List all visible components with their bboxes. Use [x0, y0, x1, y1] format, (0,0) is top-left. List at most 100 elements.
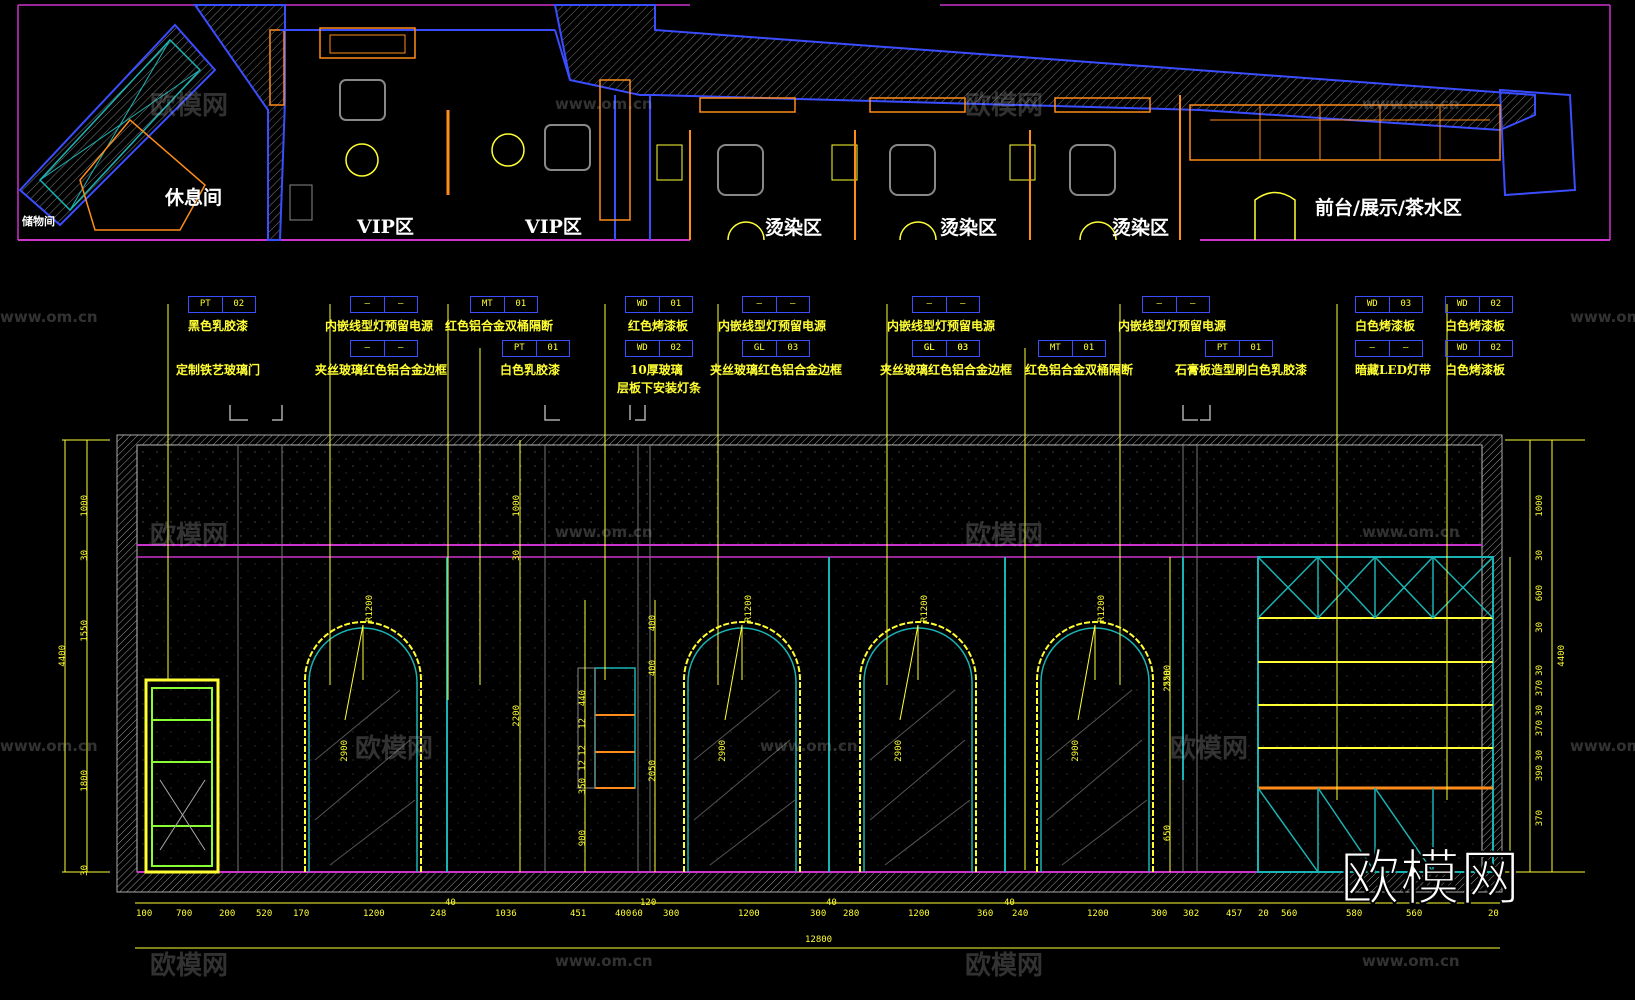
angled-wall	[18, 23, 217, 227]
watermark: 欧模网	[965, 91, 1044, 121]
material-note: 层板下安装灯条	[617, 381, 702, 395]
dimension-label: 1800	[80, 770, 90, 792]
room-label-lounge: 休息间	[165, 187, 223, 209]
material-tag-number: —	[1388, 341, 1423, 356]
material-tag-code: —	[1156, 299, 1162, 309]
watermark: 欧模网	[1170, 734, 1249, 764]
dimension-label: 100	[136, 909, 153, 919]
dimension-label: 360	[977, 909, 994, 919]
dimension-label: 440	[578, 690, 588, 707]
dimension-label: 248	[430, 909, 447, 919]
dimension-label: 30	[1535, 622, 1545, 633]
material-note: 白色乳胶漆	[500, 363, 561, 377]
dimension-label: 1200	[908, 909, 930, 919]
dimension-label: 2900	[1071, 740, 1081, 762]
dimension-label: 1000	[512, 495, 522, 517]
iron-glass-door	[144, 678, 220, 874]
material-tag-number: —	[775, 297, 810, 312]
dimension-label: 12800	[805, 935, 833, 945]
watermark-url: www.om.cn	[1570, 308, 1635, 326]
material-tag-number: 03	[1388, 297, 1423, 312]
material-tag: ——	[350, 296, 418, 313]
material-tag-number: 02	[658, 341, 693, 356]
watermark: 欧模网	[355, 734, 434, 764]
material-tag-code: WD	[1456, 343, 1468, 353]
dimension-label: 580	[1346, 909, 1363, 919]
wall-segment	[193, 4, 286, 241]
dimension-label: 451	[570, 909, 587, 919]
dimension-label: R1200	[1097, 595, 1107, 623]
dimension-label: 1200	[1087, 909, 1109, 919]
material-note: 红色烤漆板	[628, 319, 689, 333]
elevation-frame	[116, 434, 1503, 893]
watermark-url: www.om.cn	[555, 523, 653, 541]
dimension-label: 12	[578, 718, 588, 729]
dimension-label: 302	[1183, 909, 1200, 919]
material-tag-code: MT	[481, 299, 493, 309]
dimension-label: R1200	[365, 595, 375, 623]
material-tag-number: 01	[658, 297, 693, 312]
room-label-dye-c: 烫染区	[1112, 217, 1170, 239]
material-tag-number: 02	[221, 297, 256, 312]
dimension-label: 400	[648, 615, 658, 632]
material-tag-number: 01	[503, 297, 538, 312]
dimension-label: 4400	[58, 645, 68, 667]
watermark-url: www.om.cn	[0, 737, 98, 755]
material-tag: ——	[912, 296, 980, 313]
watermark: 欧模网	[150, 521, 229, 551]
watermark: 欧模网	[965, 951, 1044, 981]
arch-window-3	[859, 621, 977, 872]
arch-window-4	[1036, 621, 1154, 872]
display-cabinet	[1257, 556, 1494, 873]
dimension-label: 900	[578, 830, 588, 847]
material-note: 定制铁艺玻璃门	[176, 363, 261, 377]
dimension-label: 1550	[80, 620, 90, 642]
material-note: 红色铝合金双桶隔断	[445, 319, 554, 333]
dimension-label: 390	[1535, 765, 1545, 782]
material-tag-code: GL	[923, 343, 935, 353]
dimension-label: 12	[578, 745, 588, 756]
dimension-label: 2050	[648, 760, 658, 782]
material-tag-number: —	[383, 297, 418, 312]
dimension-label: 650	[1163, 825, 1173, 842]
material-note: 内嵌线型灯预留电源	[718, 319, 827, 333]
material-tag-code: —	[756, 299, 762, 309]
material-tag-code: —	[926, 299, 932, 309]
material-tag-code: PT	[513, 343, 525, 353]
material-tag: PT 01	[1205, 340, 1273, 357]
material-tag-code: WD	[636, 343, 648, 353]
material-tag: WD 01	[625, 296, 693, 313]
material-tag: ——	[1142, 296, 1210, 313]
material-tag: WD 02	[625, 340, 693, 357]
dimension-label: 280	[843, 909, 860, 919]
material-note: 内嵌线型灯预留电源	[325, 319, 434, 333]
material-tag-number: 01	[1238, 341, 1273, 356]
material-tag-number: —	[945, 297, 980, 312]
material-note: 夹丝玻璃红色铝合金边框	[710, 363, 843, 377]
dimension-label: 1000	[1535, 495, 1545, 517]
material-tag-number: —	[383, 341, 418, 356]
dimension-label: 457	[1226, 909, 1243, 919]
room-label-dye-a: 烫染区	[765, 217, 823, 239]
ceiling-zone	[137, 445, 1482, 545]
material-tag-number: 01	[1071, 341, 1106, 356]
material-tag: ——	[742, 296, 810, 313]
material-tag-code: WD	[636, 299, 648, 309]
watermark-url: www.om.cn	[1362, 95, 1460, 113]
dimension-label: 560	[1406, 909, 1423, 919]
watermark-url: www.om.cn	[0, 308, 98, 326]
material-tag-code: PT	[1216, 343, 1228, 353]
material-tag-code: GL	[923, 343, 935, 353]
dimension-label: 370	[1535, 680, 1545, 697]
dimension-label: 600	[1535, 585, 1545, 602]
dimension-label: 30	[80, 865, 90, 876]
dimension-label: 20	[1258, 909, 1269, 919]
dimension-label: 370	[1535, 720, 1545, 737]
material-tag-code: PT	[199, 299, 211, 309]
material-note: 白色烤漆板	[1355, 319, 1416, 333]
